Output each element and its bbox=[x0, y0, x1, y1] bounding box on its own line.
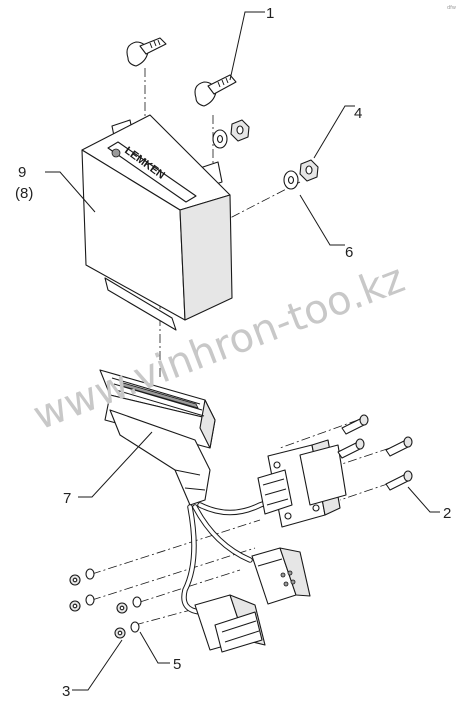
mounting-bolt-2 bbox=[194, 74, 237, 107]
washer-right bbox=[283, 170, 299, 190]
middle-plug bbox=[251, 547, 311, 605]
callout-5: 5 bbox=[173, 656, 181, 673]
control-box: LEMKEN bbox=[81, 114, 233, 331]
callout-6: 6 bbox=[345, 244, 353, 261]
page-corner-mark: dfw bbox=[447, 5, 456, 11]
small-washer-1 bbox=[85, 568, 95, 580]
callout-4: 4 bbox=[354, 105, 362, 122]
small-washer-3 bbox=[132, 596, 142, 608]
callout-3: 3 bbox=[62, 683, 70, 700]
small-nut-1 bbox=[69, 574, 81, 586]
callout-1: 1 bbox=[266, 5, 274, 22]
callout-2: 2 bbox=[443, 505, 451, 522]
screw-3 bbox=[385, 436, 413, 457]
nut-upper bbox=[230, 119, 250, 142]
flange-socket bbox=[257, 439, 347, 528]
small-washer-2 bbox=[85, 594, 95, 606]
screw-1 bbox=[341, 414, 369, 435]
lower-plug bbox=[194, 594, 266, 653]
nut-right bbox=[299, 159, 319, 182]
screw-4 bbox=[385, 470, 413, 491]
callout-8: (8) bbox=[15, 185, 33, 202]
screw-2 bbox=[337, 438, 365, 459]
leader-lines bbox=[45, 11, 440, 691]
small-nut-3 bbox=[116, 602, 128, 614]
small-nut-4 bbox=[114, 627, 126, 639]
harness-plug bbox=[99, 369, 216, 506]
washer-upper bbox=[212, 129, 228, 149]
mounting-bolt-1 bbox=[126, 37, 167, 67]
callout-7: 7 bbox=[63, 490, 71, 507]
callout-9: 9 bbox=[18, 164, 26, 181]
small-washer-4 bbox=[130, 621, 140, 633]
small-nut-2 bbox=[69, 600, 81, 612]
